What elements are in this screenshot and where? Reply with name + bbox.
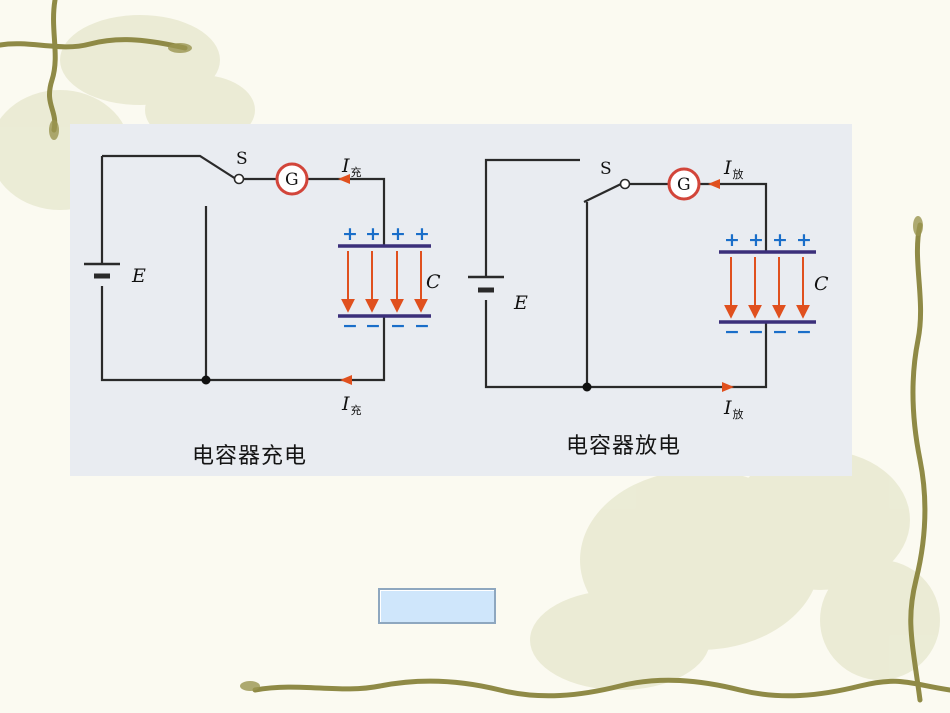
discharging-switch-contact [619, 178, 631, 190]
discharging-current-label-bottom: I放 [723, 397, 744, 421]
charge-sign: + [342, 223, 358, 245]
charging-battery-label: E [131, 265, 146, 287]
charge-sign: − [724, 321, 740, 343]
discharging-meter [667, 167, 701, 201]
charge-sign: − [772, 321, 788, 343]
discharging-switch-label: S [600, 159, 612, 179]
charge-sign: − [365, 315, 381, 337]
charge-sign: − [414, 315, 430, 337]
charging-plate-charges-bottom: − − − − [342, 315, 430, 337]
discharging-current-arrow-top [708, 179, 720, 189]
charging-capacitor-label: C [426, 271, 441, 293]
charging-current-arrow-bottom [340, 375, 352, 385]
charging-current-label-bottom: I充 [341, 393, 362, 417]
discharging-circuit [484, 158, 768, 389]
discharging-junction [582, 382, 592, 392]
charging-caption: 电容器充电 [192, 444, 308, 469]
charging-battery [84, 262, 120, 279]
discharging-battery [468, 275, 504, 293]
discharging-plate-charges-top: + + + + [724, 229, 812, 251]
charging-field-arrows [341, 251, 428, 313]
charge-sign: − [390, 315, 406, 337]
charge-sign: + [724, 229, 740, 251]
charging-meter [275, 162, 309, 196]
discharging-current-arrow-bottom [722, 382, 734, 392]
charge-sign: + [796, 229, 812, 251]
charge-sign: + [772, 229, 788, 251]
charging-circuit [100, 154, 386, 382]
action-button[interactable] [378, 588, 496, 624]
discharging-caption: 电容器放电 [566, 434, 682, 459]
discharging-plate-charges-bottom: − − − − [724, 321, 812, 343]
charging-meter-label: G [285, 170, 299, 190]
charge-sign: − [796, 321, 812, 343]
discharging-field-arrows [724, 257, 810, 319]
charging-current-arrow-top [338, 174, 350, 184]
charging-plate-charges-top: + + + + [342, 223, 430, 245]
charge-sign: + [414, 223, 430, 245]
discharging-capacitor-label: C [814, 273, 829, 295]
charge-sign: + [748, 229, 764, 251]
charging-junction [201, 375, 211, 385]
charging-switch-label: S [236, 149, 248, 169]
discharging-meter-label: G [677, 175, 691, 195]
charge-sign: − [342, 315, 358, 337]
capacitor-circuits: E S G C I充 I充 + + + + − − − − [84, 149, 829, 421]
charge-sign: + [390, 223, 406, 245]
discharging-battery-label: E [513, 292, 528, 314]
charge-sign: + [365, 223, 381, 245]
charge-sign: − [748, 321, 764, 343]
charging-current-label-top: I充 [341, 155, 362, 179]
charging-switch-contact [233, 173, 245, 185]
discharging-current-label-top: I放 [723, 157, 744, 181]
circuit-illustration-panel: E S G C I充 I充 + + + + − − − − [70, 124, 852, 476]
